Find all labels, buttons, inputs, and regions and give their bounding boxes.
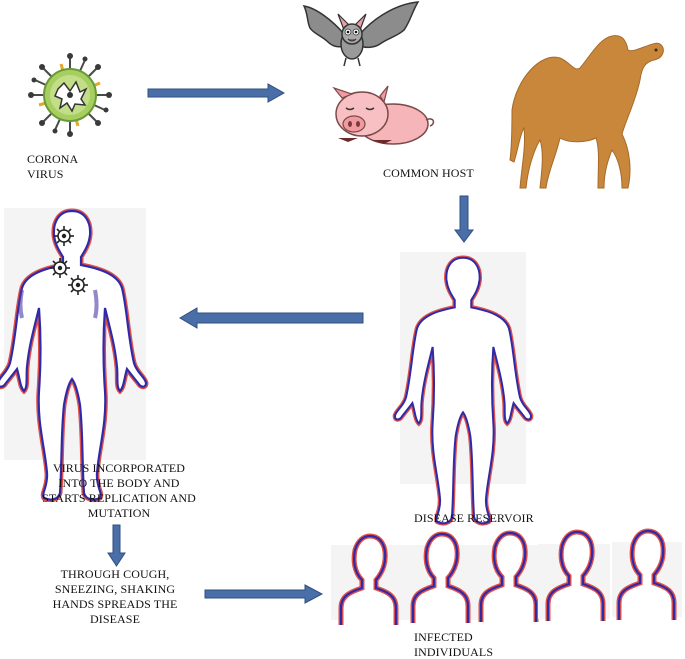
arrow-host-to-reservoir: [454, 195, 474, 243]
label-common-host: COMMON HOST: [383, 166, 474, 180]
infected-body-figure: [0, 208, 146, 500]
label-corona-virus: CORONA VIRUS: [27, 152, 79, 181]
person-bust-icon: [612, 531, 682, 620]
label-virus-incorporated: VIRUS INCORPORATED INTO THE BODY AND STA…: [42, 461, 196, 520]
person-bust-icon: [403, 534, 475, 623]
label-infected-individuals: INFECTED INDIVIDUALS: [414, 630, 494, 659]
disease-reservoir-figure: [395, 252, 531, 523]
person-bust-icon: [471, 533, 543, 622]
person-bust-icon: [538, 532, 610, 621]
corona-virus-icon: [28, 53, 112, 137]
arrow-virus-to-host: [147, 83, 286, 103]
bat-icon: [302, 1, 420, 67]
label-disease-reservoir: DISEASE RESERVOIR: [414, 511, 534, 525]
arrow-spread-to-infected: [204, 584, 324, 604]
arrow-reservoir-to-body: [179, 307, 364, 329]
label-spread-method: THROUGH COUGH, SNEEZING, SHAKING HANDS S…: [52, 567, 178, 626]
pig-icon: [332, 85, 435, 145]
infected-individuals-group: [331, 531, 682, 625]
camel-icon: [509, 35, 664, 189]
arrow-body-to-spread: [107, 524, 126, 567]
person-bust-icon: [331, 536, 403, 625]
